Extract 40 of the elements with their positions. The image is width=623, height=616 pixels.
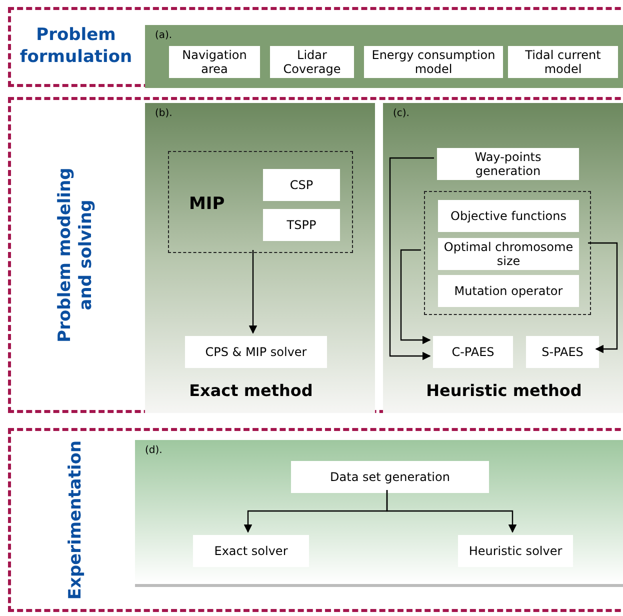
panel-label: (a). [155, 29, 172, 43]
dashed-group [424, 191, 591, 315]
process-box: Way-points generation [437, 148, 579, 180]
process-box: Exact solver [193, 535, 309, 567]
arrow [588, 242, 618, 354]
process-box: Navigation area [169, 46, 260, 78]
process-box: TSPP [263, 209, 340, 241]
panel [135, 440, 623, 587]
section-title: Problem formulation [18, 24, 134, 68]
dashed-group [168, 151, 353, 253]
panel-label: (b). [155, 107, 172, 121]
process-box: S-PAES [526, 336, 599, 368]
panel-title: Exact method [188, 380, 314, 402]
process-box: Objective functions [438, 200, 579, 232]
process-box: Mutation operator [438, 275, 579, 307]
section-band [8, 97, 623, 413]
section-title: Problem modeling and solving [55, 166, 97, 344]
arrow [400, 249, 431, 344]
group-title: MIP [189, 193, 225, 216]
arrow [386, 490, 517, 533]
section-band [8, 428, 623, 612]
process-box: Tidal current model [508, 46, 618, 78]
process-box: Optimal chromosome size [438, 238, 579, 270]
process-box: CSP [263, 169, 340, 201]
section-title: Experimentation [66, 439, 86, 602]
arrow [248, 250, 258, 334]
process-box: C-PAES [433, 336, 513, 368]
panel-label: (d). [145, 444, 162, 458]
arrow [389, 157, 434, 360]
panel [145, 25, 623, 88]
process-box: CPS & MIP solver [185, 336, 327, 368]
process-box: Data set generation [291, 461, 489, 493]
panel [383, 103, 623, 413]
panel [145, 103, 375, 413]
section-band [8, 7, 623, 87]
panel-title: Heuristic method [425, 380, 583, 402]
process-box: Energy consumption model [364, 46, 503, 78]
panel-label: (c). [393, 107, 410, 121]
process-box: Heuristic solver [458, 535, 573, 567]
process-box: Lidar Coverage [270, 46, 354, 78]
